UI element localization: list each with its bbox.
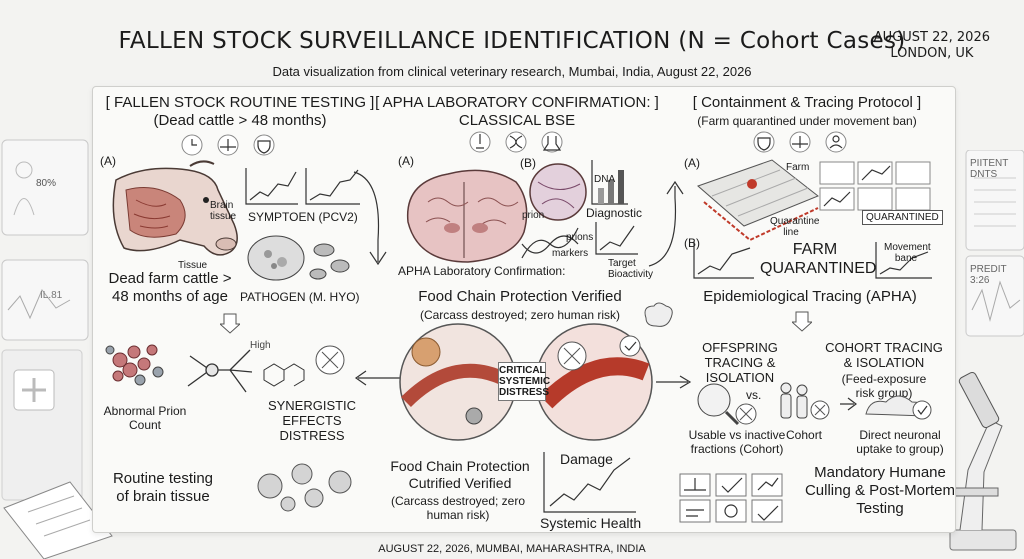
flow-arrow-left-center <box>353 171 387 266</box>
page-title: FALLEN STOCK SURVEILLANCE IDENTIFICATION… <box>118 28 906 54</box>
main-board <box>92 86 956 533</box>
prion-cluster-illustration <box>105 344 345 393</box>
right-subheading: (Farm quarantined under movement ban) <box>697 114 917 128</box>
markers-label: markers <box>552 248 589 259</box>
center-subheading: CLASSICAL BSE <box>458 112 576 129</box>
farm-map-illustration <box>697 159 819 242</box>
systemic-health-label: Systemic Health <box>540 515 642 531</box>
virus-cluster-illustration <box>257 463 352 512</box>
left-heading-block: [ FALLEN STOCK ROUTINE TESTING ] (Dead c… <box>95 94 385 130</box>
cohort-tracing-label: COHORT TRACING & ISOLATION <box>825 340 943 370</box>
center-label-a: (A) <box>398 154 414 168</box>
carcass-note-2: (Carcass destroyed; zero human risk) <box>390 494 526 522</box>
dna-helix-icon <box>521 227 579 259</box>
routine-testing-label: Routine testing of brain tissue <box>112 470 214 505</box>
feed-exposure-label: (Feed-exposure risk group) <box>841 372 927 400</box>
symptom-label: SYMPTOEN (PCV2) <box>248 210 358 224</box>
brain-section-illustration <box>406 163 587 263</box>
side-predit: PREDIT 3:26 <box>970 264 1007 286</box>
left-icon-row <box>181 134 275 156</box>
right-label-b: (B) <box>684 236 700 250</box>
microscope-icon <box>949 371 1017 551</box>
movement-bans-label: Movement bane <box>884 242 931 264</box>
right-heading: [ Containment & Tracing Protocol ] <box>692 94 922 111</box>
left-heading: [ FALLEN STOCK ROUTINE TESTING ] <box>105 94 375 111</box>
header-dateline: AUGUST 22, 2026 LONDON, UK <box>874 30 990 62</box>
movement-ban-chart <box>875 242 932 279</box>
footer-dateline: AUGUST 22, 2026, MUMBAI, MAHARASHTRA, IN… <box>378 543 646 555</box>
prion-label: prion <box>522 210 545 221</box>
pathogen-illustration <box>247 235 350 281</box>
culling-icons <box>679 473 783 523</box>
brain-icon <box>644 302 673 327</box>
right-heading-block: [ Containment & Tracing Protocol ] (Farm… <box>672 94 942 130</box>
target-mini-chart <box>595 222 638 255</box>
flow-arrow-center-right <box>648 180 684 267</box>
left-label-a: (A) <box>100 154 116 168</box>
epi-tracing-label: Epidemiological Tracing (APHA) <box>703 288 917 305</box>
damage-label: Damage <box>560 451 613 467</box>
page-subtitle: Data visualization from clinical veterin… <box>272 64 752 79</box>
food-chain-title-2: Food Chain Protection Cutrified Verified <box>390 458 530 491</box>
flow-arrow-center-right-2 <box>656 375 692 389</box>
right-label-a: (A) <box>684 156 700 170</box>
high-label: High <box>250 340 271 351</box>
pathogen-label: PATHOGEN (M. HYO) <box>240 290 360 304</box>
side-patient-data: PIITENT DNTS <box>970 158 1009 180</box>
prion-count-label: Abnormal Prion Count <box>103 404 187 432</box>
down-arrow-icon <box>220 313 240 334</box>
diagnostic-label: Diagnostic <box>586 206 643 220</box>
dna-label: DNA <box>594 174 616 185</box>
food-chain-title: Food Chain Protection Verified <box>418 288 622 305</box>
right-monitor-decoration <box>965 150 1024 337</box>
clipboard-decoration <box>3 481 113 559</box>
mandatory-culling-label: Mandatory Humane Culling & Post-Mortem T… <box>804 464 956 517</box>
down-arrow-icon-right <box>792 311 812 332</box>
vs-label: vs. <box>746 388 762 402</box>
header-date: AUGUST 22, 2026 <box>873 30 990 45</box>
quarantine-line-label: Quarantine line <box>770 216 820 238</box>
cohort-label: Cohort <box>786 428 823 442</box>
left-monitor-decoration <box>1 139 89 501</box>
carcass-note: (Carcass destroyed; zero human risk) <box>419 308 621 322</box>
apha-confirm-label: APHA Laboratory Confirmation: <box>398 264 566 278</box>
side-percent: 80% <box>36 178 57 189</box>
center-heading-block: [ APHA LABORATORY CONFIRMATION: ] CLASSI… <box>372 94 662 130</box>
side-il-value: IL.81 <box>40 290 63 301</box>
tracing-illustration <box>697 382 932 426</box>
quarantined-tag: QUARANTINED <box>862 210 943 225</box>
flow-arrow-back <box>354 370 400 386</box>
damage-chart <box>543 452 636 513</box>
target-label: Target Bioactivity <box>608 258 654 280</box>
offspring-label: OFFSPRING TRACING & ISOLATION <box>702 340 778 385</box>
dashboard-panels <box>819 161 931 211</box>
center-heading: [ APHA LABORATORY CONFIRMATION: ] <box>375 94 659 111</box>
direct-uptake-label: Direct neuronal uptake to group) <box>856 428 944 456</box>
center-label-b: (B) <box>520 156 536 170</box>
brain-tissue-label: Brain tissue <box>210 200 237 222</box>
cow-head-illustration <box>112 160 238 256</box>
synergistic-label: SYNERGISTIC EFFECTS DISTRESS <box>267 398 357 443</box>
vessel-illustration <box>399 323 653 441</box>
farm-quarantined-label: FARM QUARANTINED <box>760 241 877 277</box>
header-location: LONDON, UK <box>890 46 974 61</box>
usable-label: Usable vs inactive fractions (Cohort) <box>688 428 786 456</box>
center-icon-row <box>469 131 563 153</box>
cattle-caption: Dead farm cattle > 48 months of age <box>108 270 232 305</box>
tissue-label: Tissue <box>178 260 208 271</box>
dna-bar-chart <box>591 160 628 205</box>
farm-quarantined-chart <box>693 242 754 279</box>
right-icon-row <box>753 131 847 153</box>
farm-label: Farm <box>786 162 810 173</box>
symptom-mini-charts <box>245 168 360 205</box>
critical-distress-badge: CRITICAL SYSTEMIC DISTRESS <box>498 362 550 401</box>
left-subheading: (Dead cattle > 48 months) <box>153 112 327 129</box>
prions-label: prions <box>566 232 594 243</box>
